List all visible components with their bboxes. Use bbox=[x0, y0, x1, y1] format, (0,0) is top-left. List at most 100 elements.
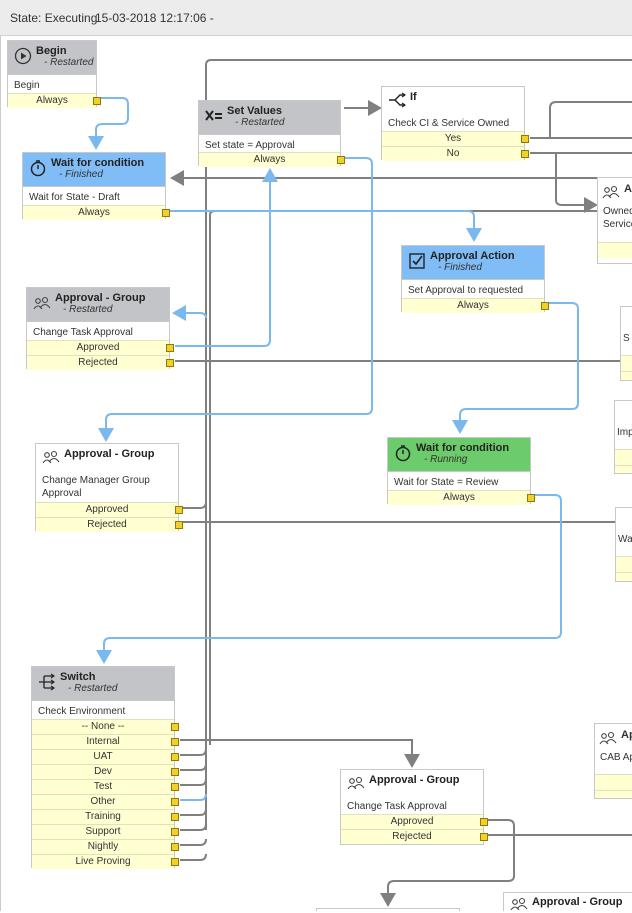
wait-condition-draft-node[interactable]: Wait for condition - Finished Wait for S… bbox=[22, 152, 170, 220]
output-no[interactable]: No bbox=[382, 146, 529, 161]
right-stub-owned-service[interactable]: A Owned Service bbox=[597, 177, 632, 264]
output-connector[interactable] bbox=[171, 753, 179, 761]
group-icon bbox=[602, 185, 620, 199]
approval-group-change-task-2-node[interactable]: Approval - Group Change Task Approval Ap… bbox=[340, 769, 488, 845]
approval-action-node[interactable]: Approval Action - Finished Set Approval … bbox=[401, 245, 549, 313]
workflow-state: State: Executing bbox=[10, 11, 98, 25]
output-dev[interactable]: Dev bbox=[32, 764, 179, 779]
output-connector[interactable] bbox=[521, 150, 529, 158]
output-always[interactable]: Always bbox=[23, 205, 170, 220]
switch-header: Switch - Restarted bbox=[32, 667, 174, 701]
node-title: Approval - Group bbox=[64, 448, 155, 460]
output-live-proving[interactable]: Live Proving bbox=[32, 854, 179, 869]
output-connector[interactable] bbox=[171, 768, 179, 776]
right-stub-cab[interactable]: Ap CAB Ap bbox=[594, 723, 632, 799]
output-yes[interactable]: Yes bbox=[382, 131, 529, 146]
output-connector[interactable] bbox=[171, 813, 179, 821]
wait1-header: Wait for condition - Finished bbox=[23, 153, 165, 187]
output-other[interactable]: Other bbox=[32, 794, 179, 809]
output-training[interactable]: Training bbox=[32, 809, 179, 824]
bottom-partial-node[interactable] bbox=[316, 908, 460, 911]
output-connector[interactable] bbox=[171, 843, 179, 851]
output-approved[interactable]: Approved bbox=[36, 502, 183, 517]
node-description: Change Task Approval bbox=[33, 327, 133, 338]
node-description: Check Environment bbox=[38, 706, 126, 717]
output-internal[interactable]: Internal bbox=[32, 734, 179, 749]
checkbox-icon bbox=[409, 253, 425, 269]
setvalues-header: Set Values - Restarted bbox=[199, 101, 340, 135]
node-status: - Restarted bbox=[235, 117, 285, 128]
output-rejected[interactable]: Rejected bbox=[36, 517, 183, 532]
output-connector[interactable] bbox=[480, 833, 488, 841]
approval-group-bottom-node[interactable]: Approval - Group bbox=[503, 892, 632, 912]
node-title: A bbox=[624, 183, 632, 195]
workflow-canvas[interactable] bbox=[0, 36, 632, 911]
begin-header: Begin - Restarted bbox=[8, 41, 96, 75]
right-stub-2[interactable]: S bbox=[620, 306, 632, 381]
output-connector[interactable] bbox=[166, 359, 174, 367]
node-title: Approval - Group bbox=[369, 774, 460, 786]
node-title: Approval Action bbox=[430, 250, 515, 262]
output-connector[interactable] bbox=[93, 97, 101, 105]
approval-group1-header: Approval - Group - Restarted bbox=[27, 288, 169, 322]
node-description: Wa bbox=[618, 534, 632, 545]
switch-node[interactable]: Switch - Restarted Check Environment -- … bbox=[31, 666, 179, 869]
wait-condition-review-node[interactable]: Wait for condition - Running Wait for St… bbox=[387, 437, 535, 505]
output-connector[interactable] bbox=[175, 521, 183, 529]
output-connector[interactable] bbox=[171, 798, 179, 806]
output-connector[interactable] bbox=[171, 828, 179, 836]
node-description: Begin bbox=[14, 80, 40, 91]
output-connector[interactable] bbox=[162, 209, 170, 217]
output-test[interactable]: Test bbox=[32, 779, 179, 794]
output-always[interactable]: Always bbox=[199, 152, 345, 167]
group-icon bbox=[42, 450, 60, 464]
output-always[interactable]: Always bbox=[8, 93, 101, 108]
output-connector[interactable] bbox=[171, 858, 179, 866]
approval-group-change-task-node[interactable]: Approval - Group - Restarted Change Task… bbox=[26, 287, 174, 370]
node-status: - Finished bbox=[438, 262, 482, 273]
output-connector[interactable] bbox=[527, 494, 535, 502]
output-always[interactable]: Always bbox=[402, 298, 549, 313]
output-rejected[interactable]: Rejected bbox=[27, 355, 174, 370]
output-connector[interactable] bbox=[337, 156, 345, 164]
node-description: CAB Ap bbox=[600, 752, 632, 763]
node-description: Check CI & Service Owned By bbox=[388, 118, 510, 142]
output-connector[interactable] bbox=[175, 506, 183, 514]
wait2-header: Wait for condition - Running bbox=[388, 438, 530, 472]
output-connector[interactable] bbox=[171, 738, 179, 746]
approval-group3-header: Approval - Group bbox=[341, 770, 483, 796]
group-icon bbox=[347, 776, 365, 790]
approval-group2-header: Approval - Group bbox=[36, 444, 178, 470]
play-icon bbox=[14, 47, 32, 65]
output-uat[interactable]: UAT bbox=[32, 749, 179, 764]
approval-action-header: Approval Action - Finished bbox=[402, 246, 544, 280]
output-connector[interactable] bbox=[541, 302, 549, 310]
output-approved[interactable]: Approved bbox=[341, 814, 488, 829]
output-rejected[interactable]: Rejected bbox=[341, 829, 488, 844]
node-title: Approval - Group bbox=[532, 896, 623, 908]
output-approved[interactable]: Approved bbox=[27, 340, 174, 355]
approval-group-change-manager-node[interactable]: Approval - Group Change Manager Group Ap… bbox=[35, 443, 183, 532]
output-none[interactable]: -- None -- bbox=[32, 719, 179, 734]
begin-node[interactable]: Begin - Restarted Begin Always bbox=[7, 40, 101, 108]
switch-icon bbox=[39, 673, 55, 691]
output-connector[interactable] bbox=[166, 344, 174, 352]
workflow-timestamp: 15-03-2018 12:17:06 - bbox=[95, 11, 214, 25]
node-title: Switch bbox=[60, 671, 96, 683]
output-always[interactable]: Always bbox=[388, 490, 535, 505]
output-connector[interactable] bbox=[480, 818, 488, 826]
right-stub-4[interactable]: Wa bbox=[615, 507, 632, 582]
set-values-node[interactable]: Set Values - Restarted Set state = Appro… bbox=[198, 100, 345, 167]
set-values-icon bbox=[205, 110, 222, 121]
node-status: - Running bbox=[424, 454, 468, 465]
if-node[interactable]: If Check CI & Service Owned By Yes No bbox=[381, 86, 529, 161]
output-connector[interactable] bbox=[171, 723, 179, 731]
node-title: Set Values bbox=[227, 105, 283, 117]
output-nightly[interactable]: Nightly bbox=[32, 839, 179, 854]
group-icon bbox=[33, 296, 51, 310]
node-title: If bbox=[410, 91, 417, 103]
output-connector[interactable] bbox=[521, 135, 529, 143]
right-stub-3[interactable]: Imp bbox=[614, 400, 632, 474]
output-support[interactable]: Support bbox=[32, 824, 179, 839]
output-connector[interactable] bbox=[171, 783, 179, 791]
